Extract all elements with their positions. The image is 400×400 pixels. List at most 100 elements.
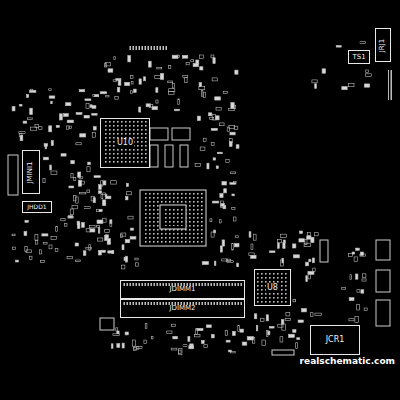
smd-part xyxy=(99,185,102,190)
smd-part xyxy=(93,198,95,203)
smd-part xyxy=(84,115,89,118)
smd-part xyxy=(61,219,65,221)
hdd-connector: JHDD1 xyxy=(22,201,52,213)
smd-part xyxy=(43,179,45,183)
part-label: U8 xyxy=(266,284,279,292)
smd-part xyxy=(131,76,134,79)
smd-part xyxy=(108,251,114,253)
smd-part xyxy=(23,121,27,123)
smd-part xyxy=(50,165,52,170)
smd-part xyxy=(237,263,239,267)
smd-part xyxy=(106,235,109,238)
smd-part xyxy=(235,236,238,238)
smd-part xyxy=(211,142,214,145)
smd-part xyxy=(126,183,128,186)
smd-part xyxy=(282,258,284,263)
smd-part xyxy=(126,256,128,262)
smd-part xyxy=(56,125,59,127)
cpu-outline xyxy=(140,190,206,246)
smd-part xyxy=(365,74,371,77)
smd-part xyxy=(69,186,74,188)
smd-part xyxy=(175,109,180,111)
dimm-slot: JDIMM1 xyxy=(120,280,245,299)
smd-part xyxy=(307,236,311,239)
smd-part xyxy=(232,194,235,196)
smd-part xyxy=(283,243,285,249)
smd-part xyxy=(169,89,175,92)
smd-part xyxy=(183,75,188,77)
smd-part xyxy=(235,70,238,74)
smd-part xyxy=(173,336,178,339)
smd-part xyxy=(111,344,113,349)
smd-part xyxy=(202,262,208,265)
smd-part xyxy=(66,103,71,106)
smd-part xyxy=(130,237,136,240)
smd-part xyxy=(221,203,225,206)
smd-part xyxy=(77,223,80,229)
smd-part xyxy=(240,329,244,332)
smd-part xyxy=(298,320,303,322)
watermark: realschematic.com xyxy=(299,356,396,366)
smd-part xyxy=(30,89,33,91)
smd-part xyxy=(125,332,128,335)
smd-part xyxy=(201,340,204,343)
smd-part xyxy=(356,274,358,279)
smd-part xyxy=(282,324,286,330)
smd-part xyxy=(139,107,141,112)
smd-part xyxy=(130,91,132,94)
smd-part xyxy=(49,245,52,249)
smd-part xyxy=(311,237,314,242)
smd-part xyxy=(195,329,197,335)
smd-part xyxy=(190,344,194,348)
smd-part xyxy=(220,246,222,252)
smd-part xyxy=(103,181,106,185)
smd-part xyxy=(360,42,365,44)
smd-part xyxy=(49,89,52,91)
smd-part xyxy=(67,126,69,129)
smd-part xyxy=(342,87,347,90)
smd-part xyxy=(266,330,268,336)
smd-part xyxy=(121,233,126,236)
smd-part xyxy=(155,75,161,78)
smd-part xyxy=(139,79,141,84)
smd-part xyxy=(281,320,284,325)
smd-part xyxy=(179,348,182,354)
smd-part xyxy=(75,243,78,246)
smd-part xyxy=(80,192,86,194)
smd-part xyxy=(43,242,47,244)
smd-part xyxy=(223,91,227,93)
smd-part xyxy=(278,243,280,248)
cpu-grid xyxy=(143,193,203,243)
smd-part xyxy=(300,231,303,234)
smd-part xyxy=(67,257,72,259)
smd-part xyxy=(355,316,358,322)
smd-part xyxy=(186,62,189,65)
ic xyxy=(150,128,168,140)
smd-part xyxy=(118,79,121,85)
smd-part xyxy=(98,238,103,241)
smd-part xyxy=(12,247,15,250)
ic xyxy=(100,318,114,330)
smd-part xyxy=(79,177,83,179)
part-label: JHDD1 xyxy=(26,204,47,210)
connector xyxy=(376,270,390,292)
smd-part xyxy=(222,182,227,186)
ic xyxy=(180,145,188,167)
smd-part xyxy=(87,190,90,193)
smd-part xyxy=(133,347,136,350)
smd-part xyxy=(51,171,57,175)
smd-part xyxy=(216,116,220,120)
connector xyxy=(376,300,390,326)
smd-part xyxy=(306,276,308,282)
smd-part xyxy=(213,158,216,160)
smd-part xyxy=(336,46,341,48)
smd-part xyxy=(132,340,135,346)
smd-part xyxy=(310,313,313,317)
cpu-die xyxy=(160,205,186,229)
smd-part xyxy=(247,337,253,340)
smd-part xyxy=(182,55,188,58)
smd-part xyxy=(92,113,97,115)
smd-part xyxy=(97,220,103,224)
smd-part xyxy=(220,220,222,223)
mini-card-slot: JMINI1 xyxy=(22,150,40,194)
